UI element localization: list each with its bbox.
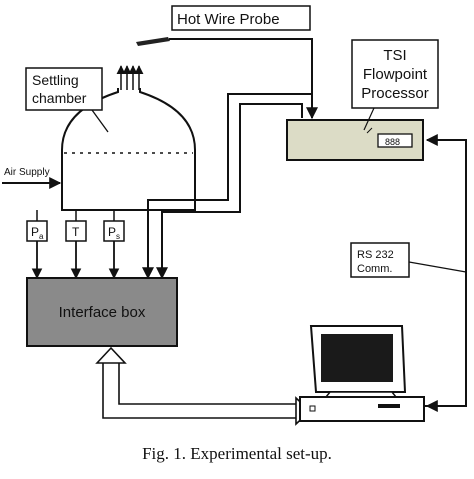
figure-caption: Fig. 1. Experimental set-up. xyxy=(142,444,332,463)
rs232-link: RS 232 Comm. xyxy=(350,134,467,412)
sensor-ps: P s xyxy=(103,210,125,280)
settling-label-line1: Settling xyxy=(32,72,79,88)
sensor-pa: P a xyxy=(26,210,48,280)
probe-body xyxy=(136,37,170,46)
processor-indicator xyxy=(366,127,373,134)
interface-box-body xyxy=(26,277,178,347)
processor-wire-outer xyxy=(142,93,313,280)
interface-box-label: Interface box xyxy=(59,304,146,321)
settling-label-box xyxy=(25,67,103,111)
link-arrow-up xyxy=(95,346,127,364)
processor-label-line2: Flowpoint xyxy=(363,66,428,83)
sensor-pa-label: P xyxy=(31,225,39,239)
rs232-leader xyxy=(408,261,467,273)
monitor-screen xyxy=(321,334,393,382)
rs232-label-line1: RS 232 xyxy=(357,249,394,261)
hot-wire-probe: Hot Wire Probe xyxy=(136,5,318,120)
processor-leader xyxy=(363,107,375,131)
sensor-ps-label: P xyxy=(108,225,116,239)
processor-label-box xyxy=(351,39,439,109)
interface-computer-link xyxy=(95,346,312,426)
computer xyxy=(299,325,425,422)
probe-cable xyxy=(169,38,313,118)
air-supply-label: Air Supply xyxy=(4,167,50,178)
tsi-processor: 888 TSI Flowpoint Processor xyxy=(286,39,439,161)
processor-wire-inner xyxy=(156,103,303,280)
settling-label-line2: chamber xyxy=(32,90,87,106)
processor-label-line3: Processor xyxy=(361,85,429,102)
probe-label: Hot Wire Probe xyxy=(177,11,280,28)
link-outer-line xyxy=(102,360,298,419)
settling-leader xyxy=(91,109,109,133)
rs232-label-box xyxy=(350,242,410,278)
processor-display-value: 888 xyxy=(385,137,400,147)
rs232-wire xyxy=(420,134,467,407)
processor-label-line1: TSI xyxy=(383,47,406,64)
link-inner-line xyxy=(118,360,298,405)
settling-chamber: Settling chamber xyxy=(25,65,196,211)
probe-label-box xyxy=(171,5,311,31)
power-button xyxy=(309,405,316,412)
sensor-ps-subscript: s xyxy=(116,232,120,241)
processor-display xyxy=(377,133,413,148)
sensor-t: T xyxy=(65,210,87,280)
sensor-pa-subscript: a xyxy=(39,232,44,241)
sensor-t-label: T xyxy=(72,225,80,239)
air-supply: Air Supply xyxy=(2,167,62,189)
interface-box: Interface box xyxy=(26,277,178,347)
rs232-label-line2: Comm. xyxy=(357,263,392,275)
floppy-slot xyxy=(378,404,400,408)
computer-case xyxy=(299,396,425,422)
